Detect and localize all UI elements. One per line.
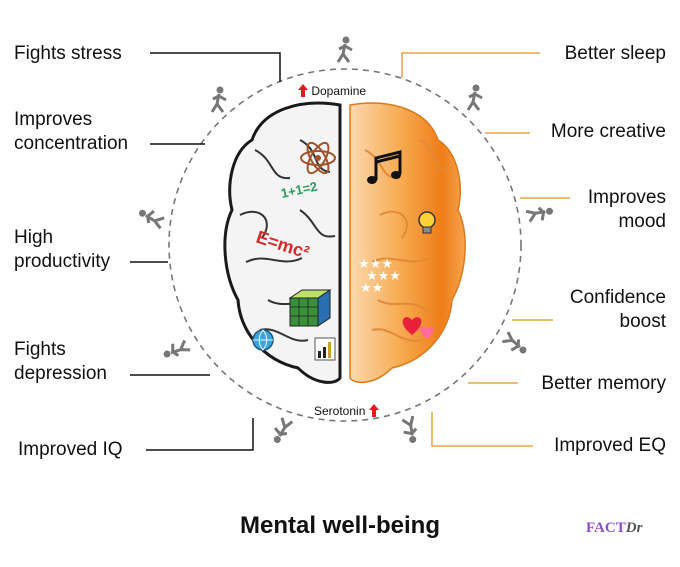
serotonin-text: Serotonin [314,404,366,418]
label-improves-concentration: Improves concentration [14,108,128,156]
right-leader-lines [401,52,570,447]
brand-part1: FACT [586,520,626,536]
left-leader-lines [130,52,281,451]
label-better-sleep: Better sleep [565,42,666,66]
stars-icon: ★★★ ★★★ ★★ [358,257,401,296]
label-line: Improves [14,109,93,130]
dopamine-text: Dopamine [311,84,367,98]
label-confidence-boost: Confidence boost [570,286,666,334]
label-more-creative: More creative [551,120,666,144]
svg-text:★★: ★★ [360,281,383,296]
svg-text:★★★: ★★★ [358,257,393,272]
up-arrow-icon [298,84,308,97]
label-line: mood [618,211,666,232]
label-line: More creative [550,121,666,142]
globe-icon [252,329,274,351]
right-hemisphere: ★★★ ★★★ ★★ [349,102,466,384]
label-line: Fights [14,339,66,360]
atom-icon [300,141,336,175]
label-improved-iq: Improved IQ [18,438,123,462]
label-high-productivity: High productivity [14,226,110,274]
label-line: productivity [14,251,111,272]
label-line: depression [14,363,107,384]
orbit-circle [168,68,522,422]
label-fights-stress: Fights stress [14,42,122,66]
label-line: concentration [14,133,129,154]
brand-logo: FACTDr [586,520,642,537]
label-line: Confidence [569,287,666,308]
dopamine-label: Dopamine [298,82,366,98]
label-line: Better memory [541,373,666,394]
equation-icon: 1+1=2 [280,179,319,201]
brand-part2: Dr [625,520,643,536]
label-line: Improved IQ [18,439,123,460]
label-line: Improves [587,187,666,208]
left-hemisphere [223,101,342,384]
label-line: Better sleep [564,43,666,64]
hearts-icon [402,317,434,339]
lightbulb-icon [418,211,436,234]
label-line: Fights stress [14,43,122,64]
svg-text:★★★: ★★★ [366,269,401,284]
serotonin-label: Serotonin [314,402,379,418]
cube-icon [288,289,332,327]
up-arrow-icon [368,404,379,417]
page-title: Mental well-being [239,512,440,539]
music-notes-icon [367,150,402,184]
label-line: High [14,227,54,248]
running-figure-icons [138,36,554,444]
label-better-memory: Better memory [541,372,666,396]
label-fights-depression: Fights depression [14,338,107,386]
label-line: boost [619,311,666,332]
label-improves-mood: Improves mood [588,186,666,234]
label-improved-eq: Improved EQ [554,434,666,458]
bar-chart-icon [314,337,336,361]
label-line: Improved EQ [554,435,666,456]
